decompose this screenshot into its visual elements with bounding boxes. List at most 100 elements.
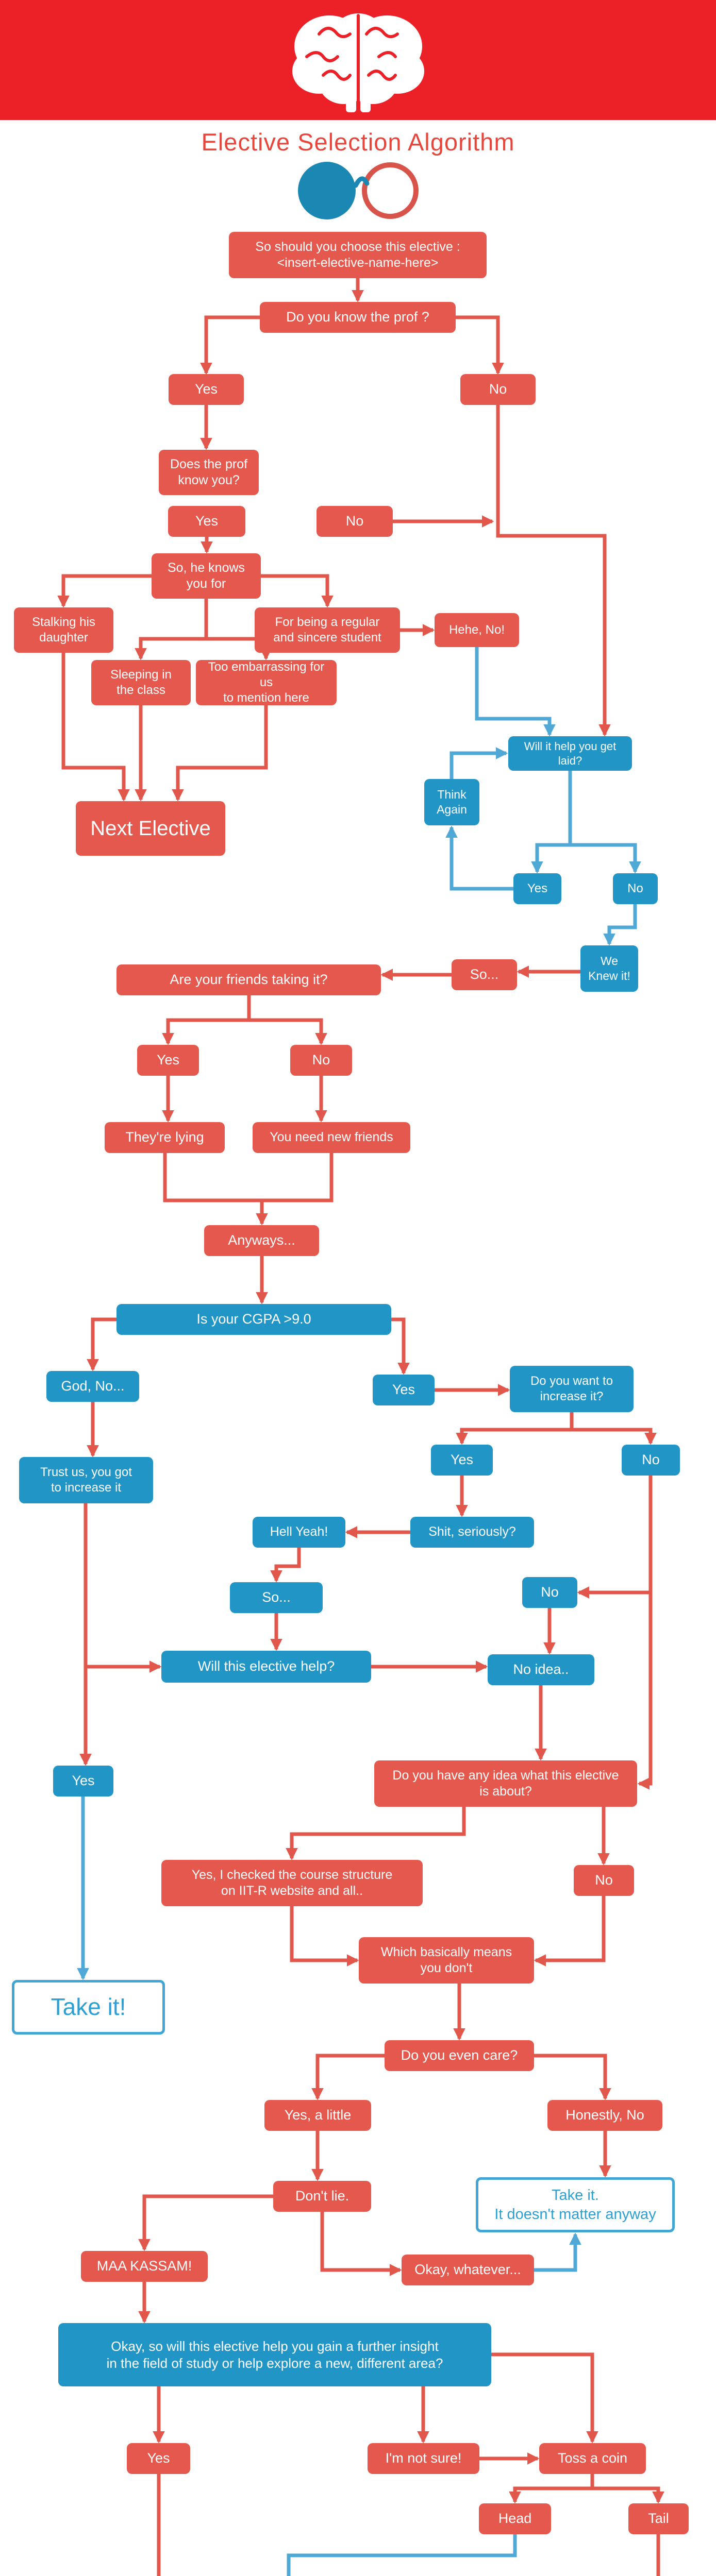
node-we-knew-label: We Knew it! (588, 954, 630, 982)
node-yes1-label: Yes (194, 381, 218, 397)
node-yes4-label: Yes (392, 1382, 415, 1398)
node-yes2-label: Yes (195, 513, 219, 529)
node-sleeping: Sleeping in the class (91, 660, 191, 705)
node-head: Head (479, 2503, 551, 2534)
node-laid: Will it help you get laid? (508, 736, 632, 771)
node-take-it-1-label: Take it! (51, 1993, 126, 2021)
node-prof-know: Does the prof know you? (159, 450, 259, 495)
node-intro: So should you choose this elective : <in… (229, 232, 487, 278)
node-stalking: Stalking his daughter (14, 607, 113, 653)
node-seriously-label: Shit, seriously? (428, 1524, 516, 1539)
header-banner (0, 0, 716, 120)
node-whatever-label: Okay, whatever... (414, 2262, 521, 2278)
node-no6: No (574, 1865, 634, 1896)
node-basically-label: Which basically means you don't (380, 1944, 512, 1975)
node-yes-laid: Yes (513, 873, 561, 904)
node-no4-label: No (642, 1452, 660, 1468)
node-no4: No (622, 1445, 680, 1476)
node-basically: Which basically means you don't (359, 1937, 534, 1984)
node-take-it-2: Take it. It doesn't matter anyway (476, 2177, 675, 2232)
node-regular-label: For being a regular and sincere student (273, 615, 381, 645)
node-whatever: Okay, whatever... (402, 2255, 534, 2285)
node-yes7: Yes (127, 2443, 190, 2474)
node-so1-label: So... (470, 967, 499, 982)
node-stalking-label: Stalking his daughter (32, 615, 95, 645)
node-laid-label: Will it help you get laid? (524, 740, 617, 767)
node-new-friends: You need new friends (253, 1122, 410, 1153)
node-not-sure: I'm not sure! (368, 2443, 479, 2474)
node-intro-label: So should you choose this elective : <in… (255, 239, 460, 270)
node-will-help-label: Will this elective help? (197, 1658, 335, 1674)
node-increase-label: Do you want to increase it? (530, 1374, 613, 1403)
node-no-laid-label: No (627, 882, 643, 895)
node-no1: No (460, 374, 536, 405)
node-yes6-label: Yes (72, 1773, 95, 1789)
node-cgpa-label: Is your CGPA >9.0 (196, 1311, 311, 1327)
node-yes1: Yes (169, 374, 244, 405)
node-honestly: Honestly, No (547, 2100, 662, 2131)
node-toss-label: Toss a coin (557, 2450, 628, 2466)
node-yes2: Yes (168, 506, 245, 537)
node-yes4: Yes (373, 1375, 435, 1405)
brain-icon (292, 13, 424, 112)
node-embarrassing-label: Too embarrassing for us to mention here (208, 660, 325, 705)
node-lying-label: They're lying (125, 1129, 204, 1145)
node-little-label: Yes, a little (284, 2107, 352, 2123)
node-god-no: God, No... (46, 1371, 139, 1402)
node-no-laid: No (613, 873, 658, 904)
node-checked: Yes, I checked the course structure on I… (161, 1860, 423, 1906)
node-new-friends-label: You need new friends (270, 1130, 393, 1145)
node-no2-label: No (345, 513, 364, 529)
node-we-knew: We Knew it! (580, 945, 638, 992)
node-yes3: Yes (137, 1045, 199, 1076)
node-dont-lie-label: Don't lie. (295, 2188, 349, 2204)
node-care-label: Do you even care? (401, 2047, 518, 2063)
node-toss: Toss a coin (539, 2443, 646, 2474)
node-knows-for-label: So, he knows you for (167, 560, 245, 591)
node-take-it-1: Take it! (12, 1980, 165, 2035)
node-seriously: Shit, seriously? (410, 1517, 534, 1548)
node-final-q-label: Okay, so will this elective help you gai… (106, 2338, 443, 2371)
node-head-label: Head (498, 2511, 532, 2527)
node-friends: Are your friends taking it? (116, 964, 381, 995)
node-checked-label: Yes, I checked the course structure on I… (191, 1867, 393, 1898)
node-lying: They're lying (105, 1122, 225, 1153)
node-no5: No (522, 1577, 577, 1608)
node-yes5: Yes (431, 1445, 493, 1476)
node-increase: Do you want to increase it? (510, 1366, 634, 1412)
node-prof-know-label: Does the prof know you? (170, 456, 248, 487)
node-think-again-label: Think Again (437, 788, 467, 816)
node-so1: So... (452, 959, 517, 990)
node-regular: For being a regular and sincere student (255, 607, 400, 653)
node-little: Yes, a little (264, 2100, 371, 2131)
node-sleeping-label: Sleeping in the class (110, 668, 172, 697)
node-no-idea: No idea.. (488, 1654, 594, 1685)
node-will-help: Will this elective help? (161, 1651, 371, 1683)
node-no-idea-label: No idea.. (513, 1662, 569, 1677)
node-honestly-label: Honestly, No (565, 2107, 644, 2123)
node-tail-label: Tail (648, 2511, 669, 2527)
glasses-icon (298, 162, 419, 219)
node-no3-label: No (312, 1052, 330, 1068)
node-embarrassing: Too embarrassing for us to mention here (196, 660, 337, 705)
node-knows-for: So, he knows you for (152, 553, 261, 599)
node-tail: Tail (628, 2503, 689, 2534)
node-next-elective-1: Next Elective (76, 801, 225, 856)
node-yes3-label: Yes (156, 1052, 180, 1068)
node-anyways: Anyways... (204, 1225, 319, 1256)
node-hehe: Hehe, No! (435, 613, 519, 647)
node-no1-label: No (489, 381, 507, 397)
node-yes5-label: Yes (450, 1452, 474, 1468)
node-yes-laid-label: Yes (527, 882, 548, 895)
node-hell-yeah: Hell Yeah! (253, 1517, 345, 1548)
node-next-elective-1-label: Next Elective (90, 817, 211, 840)
node-yes6: Yes (53, 1766, 113, 1797)
node-friends-label: Are your friends taking it? (170, 972, 328, 988)
node-trust-label: Trust us, you got to increase it (40, 1465, 132, 1495)
node-anyways-label: Anyways... (228, 1232, 295, 1248)
node-know-prof-label: Do you know the prof ? (286, 309, 429, 325)
node-so2: So... (230, 1582, 323, 1613)
node-no5-label: No (541, 1584, 559, 1600)
